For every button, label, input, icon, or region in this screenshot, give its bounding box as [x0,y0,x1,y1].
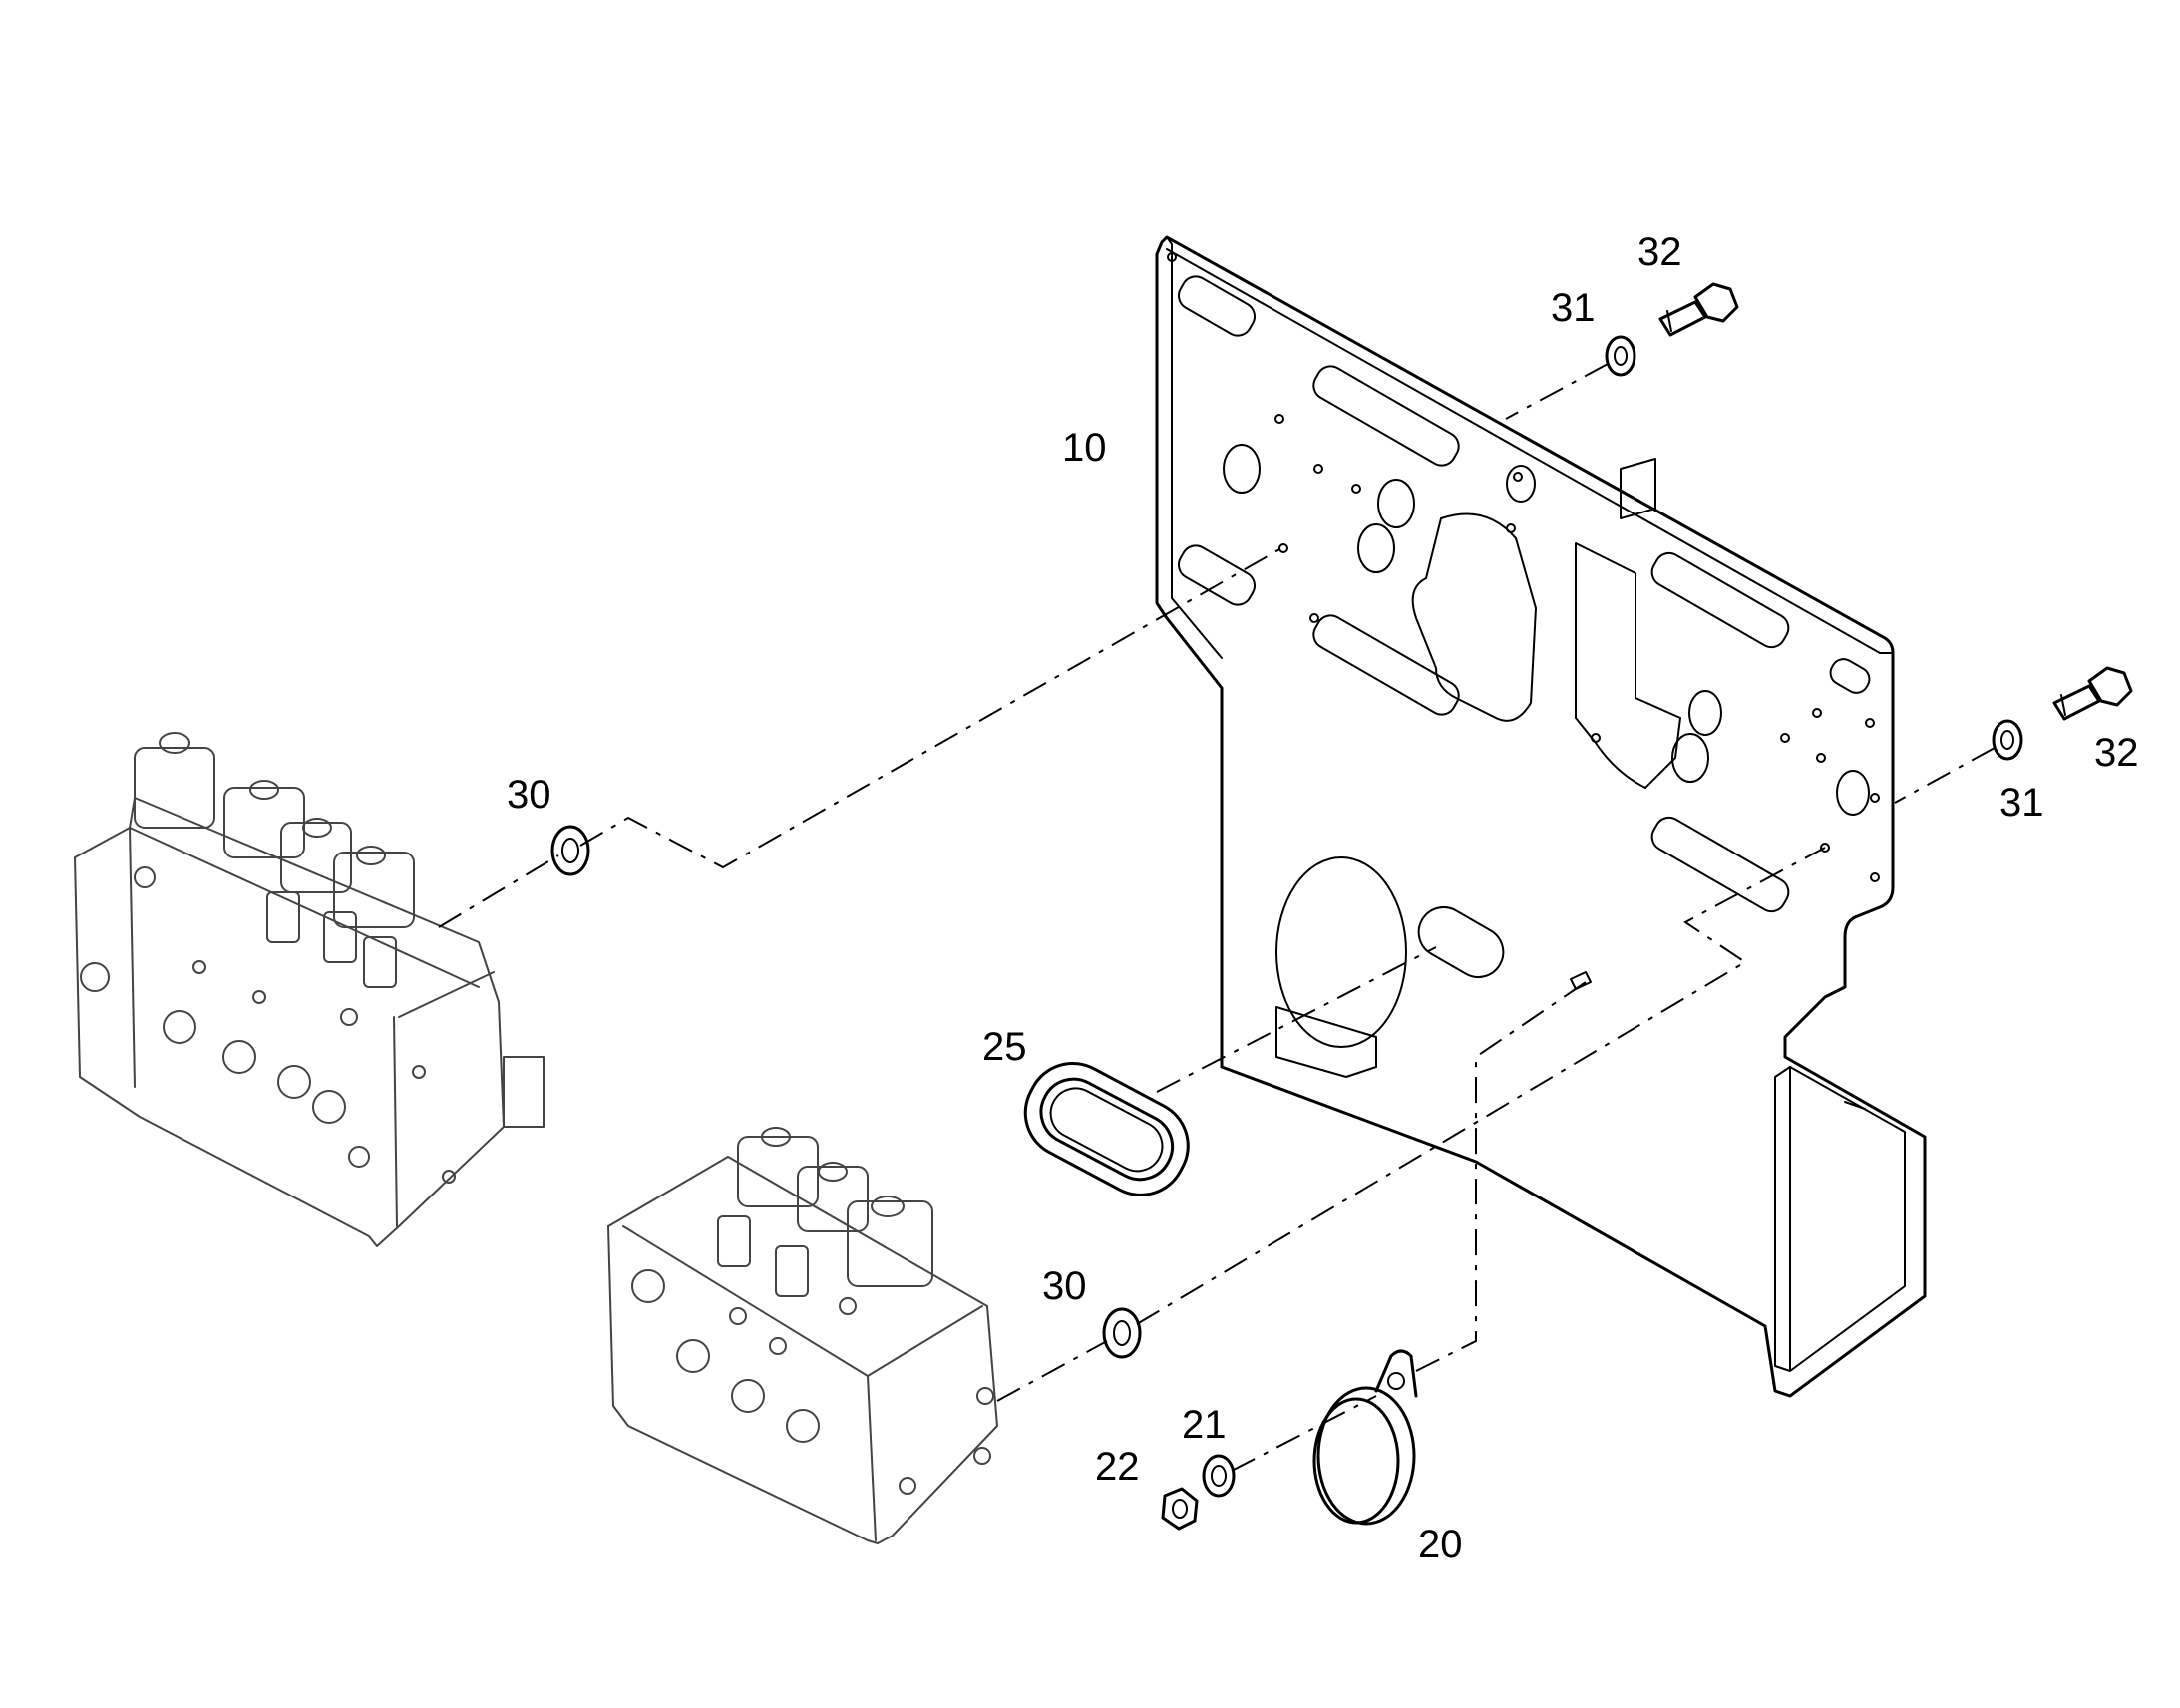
callout-20: 20 [1418,1523,1463,1566]
washer-part-30-upper [550,825,590,876]
callout-30-lower: 30 [1042,1264,1087,1308]
control-valve-block-lower [607,1127,998,1544]
washer-part-31-right [1992,719,2023,761]
control-valve-block-upper [74,732,545,1247]
clamp-part-20 [1312,1349,1418,1526]
callout-32-top: 32 [1637,230,1682,274]
callout-30-upper: 30 [507,773,551,817]
grommet-part-25 [1023,1061,1190,1196]
callout-32-right: 32 [2094,731,2139,775]
callout-10: 10 [1062,426,1107,470]
mounting-plate-part-10 [1155,235,1927,1398]
callout-31-top: 31 [1551,286,1596,330]
callout-21: 21 [1182,1403,1227,1447]
bolt-part-32-right [2052,666,2133,721]
washer-part-30-lower [1102,1307,1142,1359]
bolt-part-32-top [1658,282,1739,337]
callout-25: 25 [982,1025,1027,1069]
washer-part-21 [1202,1454,1236,1498]
callout-31-right: 31 [1999,781,2044,825]
nut-part-22 [1161,1487,1199,1531]
callout-22: 22 [1095,1445,1140,1489]
leader-lines [438,363,1996,1472]
washer-part-31-top [1605,335,1636,377]
callout-labels: 10 20 21 22 25 30 30 31 31 32 32 [507,230,2139,1566]
